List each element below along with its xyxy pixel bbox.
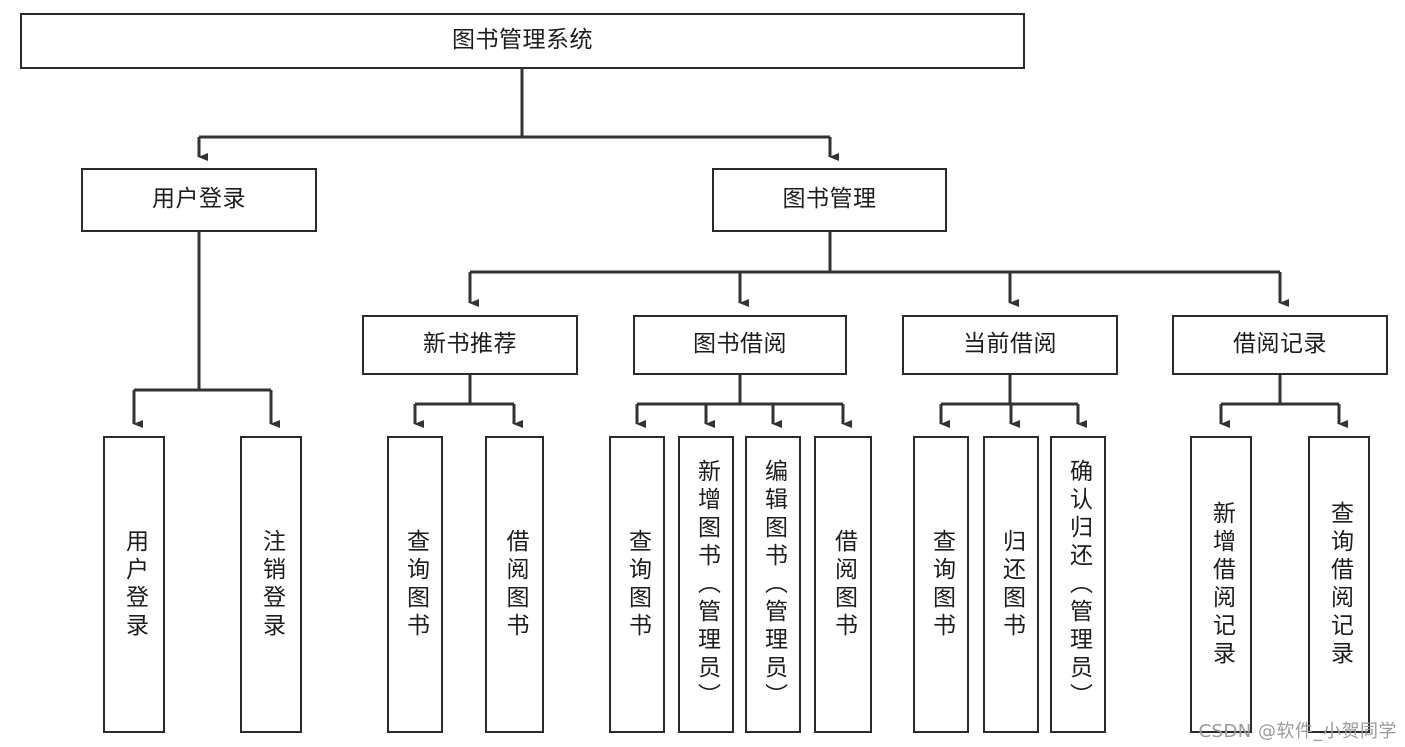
connector-group-user-login [132, 232, 280, 428]
node-user-login-label: 用户登录 [152, 186, 246, 213]
node-book-management-label: 图书管理 [782, 186, 877, 213]
node-leaf-edit-book[interactable]: 编辑图书（管理员） [745, 436, 801, 733]
node-current-borrow-label: 当前借阅 [963, 331, 1057, 358]
node-leaf-borrow-book-2-label: 借阅图书 [830, 528, 857, 641]
node-borrow-records[interactable]: 借阅记录 [1172, 315, 1388, 375]
node-leaf-confirm-return-label: 确认归还（管理员） [1065, 458, 1092, 711]
node-user-login[interactable]: 用户登录 [81, 168, 317, 232]
node-leaf-add-record[interactable]: 新增借阅记录 [1190, 436, 1252, 733]
node-book-management[interactable]: 图书管理 [712, 168, 947, 232]
node-leaf-return-book-label: 归还图书 [998, 528, 1025, 641]
connector-group-book-management [468, 232, 1289, 307]
node-new-book-recommend[interactable]: 新书推荐 [362, 315, 578, 375]
node-leaf-query-book-1-label: 查询图书 [402, 528, 429, 641]
node-leaf-query-record[interactable]: 查询借阅记录 [1308, 436, 1370, 733]
node-leaf-query-book-1[interactable]: 查询图书 [387, 436, 443, 733]
csdn-watermark: CSDN @软件_小贺同学 [1198, 721, 1397, 742]
connector-group-new-book-recommend [413, 375, 523, 428]
connector-group-root [197, 69, 839, 161]
node-leaf-query-record-label: 查询借阅记录 [1326, 500, 1353, 669]
node-leaf-add-record-label: 新增借阅记录 [1208, 500, 1235, 669]
node-leaf-borrow-book-1[interactable]: 借阅图书 [485, 436, 544, 733]
node-leaf-query-book-2-label: 查询图书 [624, 528, 651, 641]
node-leaf-edit-book-label: 编辑图书（管理员） [760, 458, 787, 711]
node-leaf-return-book[interactable]: 归还图书 [983, 436, 1039, 733]
node-borrow-records-label: 借阅记录 [1233, 331, 1327, 358]
connector-group-book-borrow [635, 375, 852, 428]
node-root-label: 图书管理系统 [452, 27, 593, 54]
node-leaf-user-login[interactable]: 用户登录 [103, 436, 165, 733]
node-leaf-user-login-label: 用户登录 [121, 528, 148, 641]
node-leaf-query-book-3[interactable]: 查询图书 [913, 436, 969, 733]
node-root-system[interactable]: 图书管理系统 [20, 13, 1025, 69]
node-leaf-borrow-book-2[interactable]: 借阅图书 [814, 436, 872, 733]
connector-group-current-borrow [939, 375, 1087, 428]
node-leaf-add-book-label: 新增图书（管理员） [693, 458, 720, 711]
node-book-borrow[interactable]: 图书借阅 [633, 315, 847, 375]
node-leaf-add-book[interactable]: 新增图书（管理员） [678, 436, 734, 733]
node-leaf-borrow-book-1-label: 借阅图书 [502, 528, 528, 641]
node-new-book-recommend-label: 新书推荐 [423, 331, 517, 358]
node-current-borrow[interactable]: 当前借阅 [902, 315, 1118, 375]
node-leaf-query-book-3-label: 查询图书 [928, 528, 955, 641]
node-leaf-confirm-return[interactable]: 确认归还（管理员） [1050, 436, 1106, 733]
node-leaf-query-book-2[interactable]: 查询图书 [609, 436, 665, 733]
connector-group-borrow-records [1219, 375, 1348, 428]
node-leaf-logout-label: 注销登录 [258, 528, 285, 641]
node-book-borrow-label: 图书借阅 [693, 331, 787, 358]
node-leaf-logout[interactable]: 注销登录 [240, 436, 302, 733]
